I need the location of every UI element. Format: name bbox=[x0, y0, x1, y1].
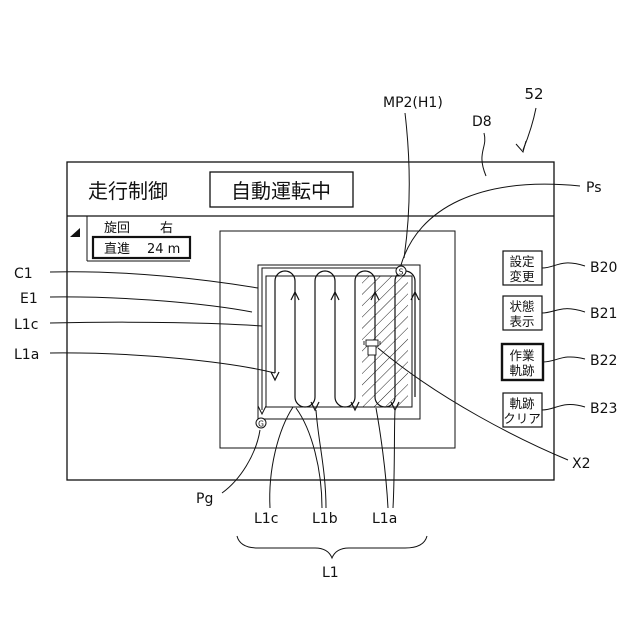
mode-label: 自動運転中 bbox=[231, 179, 331, 203]
leader-b22 bbox=[543, 357, 585, 362]
leader-l1a-bottom-b bbox=[393, 410, 395, 508]
callout-l1a-left: L1a bbox=[14, 347, 39, 363]
figure-number: 52 bbox=[524, 85, 543, 103]
leader-e1 bbox=[50, 297, 252, 312]
leader-d8 bbox=[482, 133, 486, 176]
collapse-triangle-icon[interactable] bbox=[70, 228, 80, 237]
callout-b21: B21 bbox=[590, 306, 617, 322]
callout-l1: L1 bbox=[322, 565, 339, 581]
leader-l1c-bottom bbox=[270, 407, 293, 508]
callout-l1c-bottom: L1c bbox=[254, 511, 278, 527]
track-clear-line2: クリア bbox=[503, 411, 541, 426]
callout-b20: B20 bbox=[590, 260, 617, 276]
callout-e1: E1 bbox=[20, 291, 38, 307]
settings-change-line2: 変更 bbox=[509, 269, 535, 284]
leader-l1a-bottom-a bbox=[376, 408, 388, 508]
leader-c1 bbox=[50, 272, 258, 288]
leader-pg bbox=[222, 430, 260, 493]
turn-value: 右 bbox=[160, 221, 173, 236]
straight-label: 直進 bbox=[104, 242, 130, 257]
figure-number-arrowhead bbox=[516, 141, 526, 152]
callout-c1: C1 bbox=[14, 266, 33, 282]
callout-d8: D8 bbox=[472, 114, 492, 130]
straight-value: 24 m bbox=[147, 242, 180, 257]
settings-change-line1: 設定 bbox=[509, 254, 534, 269]
leader-b23 bbox=[542, 405, 585, 410]
callout-l1b-bottom: L1b bbox=[312, 511, 338, 527]
leader-l1a-left bbox=[50, 353, 275, 373]
goal-marker-label: G bbox=[258, 420, 264, 429]
callout-mp2: MP2(H1) bbox=[383, 95, 443, 111]
leader-ps bbox=[401, 184, 580, 265]
turn-label: 旋回 bbox=[104, 221, 130, 236]
status-display-line2: 表示 bbox=[509, 314, 534, 329]
leader-l1c-left bbox=[50, 322, 262, 326]
screen-frame bbox=[67, 162, 554, 480]
header-title: 走行制御 bbox=[88, 179, 168, 203]
leader-b21 bbox=[542, 309, 585, 313]
leader-b20 bbox=[542, 263, 585, 268]
callout-ps: Ps bbox=[586, 180, 602, 196]
callout-pg: Pg bbox=[196, 491, 213, 507]
leader-l1b-bottom-b bbox=[316, 410, 326, 508]
leader-mp2 bbox=[404, 113, 409, 258]
start-marker-label: S bbox=[399, 268, 404, 277]
status-display-line1: 状態 bbox=[509, 299, 534, 314]
leader-l1b-bottom-a bbox=[296, 408, 322, 508]
callout-l1c-left: L1c bbox=[14, 317, 38, 333]
callout-x2: X2 bbox=[572, 456, 591, 472]
callout-b23: B23 bbox=[590, 401, 617, 417]
field: S G bbox=[256, 265, 420, 429]
work-track-line1: 作業 bbox=[509, 348, 535, 363]
track-clear-line1: 軌跡 bbox=[509, 396, 535, 411]
callout-l1a-bottom: L1a bbox=[372, 511, 397, 527]
work-track-line2: 軌跡 bbox=[509, 363, 535, 378]
brace-l1 bbox=[237, 536, 427, 558]
callout-b22: B22 bbox=[590, 353, 617, 369]
